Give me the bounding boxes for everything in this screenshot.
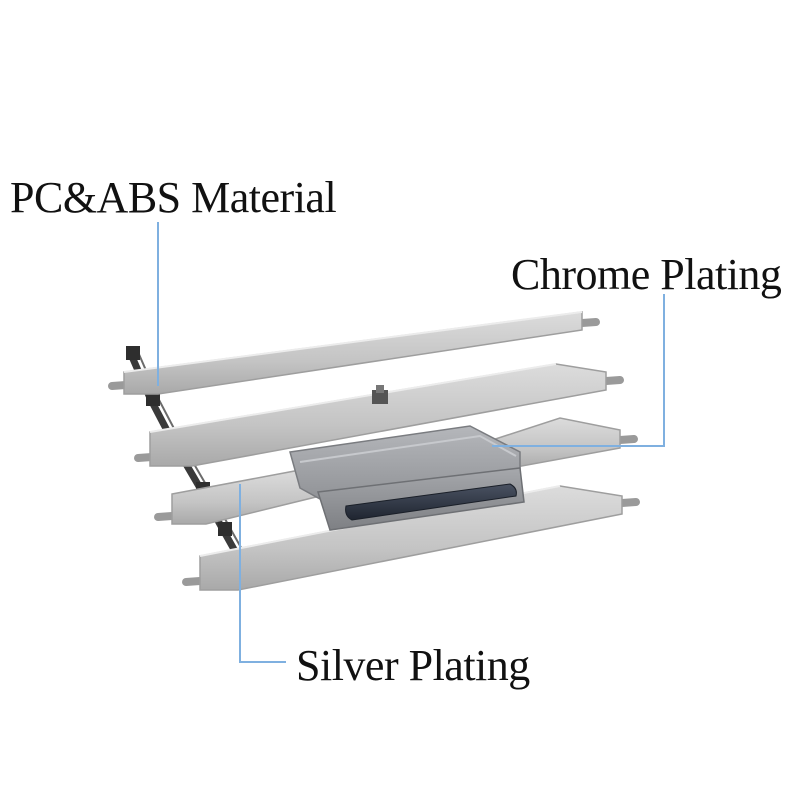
- leader-lines: [157, 222, 665, 663]
- chrome-plating-label: Chrome Plating: [511, 250, 782, 299]
- silver-plating-label: Silver Plating: [296, 641, 530, 690]
- louver-slat: [108, 311, 600, 395]
- control-knob: [289, 425, 525, 531]
- chrome-leader-line: [492, 294, 665, 447]
- louver-slat: [154, 469, 322, 525]
- louver-slat: [134, 363, 624, 467]
- pc-abs-material-label: PC&ABS Material: [10, 173, 337, 222]
- center-clip: [372, 385, 388, 404]
- silver-leader-line: [239, 484, 286, 663]
